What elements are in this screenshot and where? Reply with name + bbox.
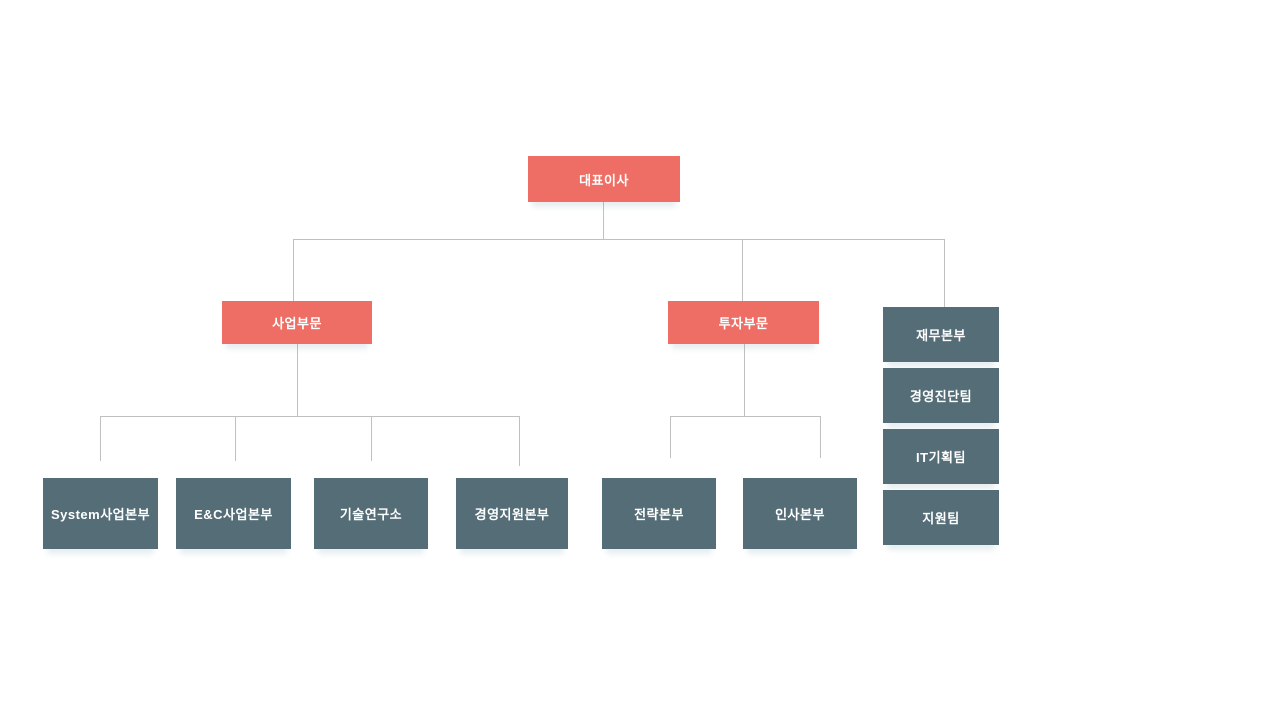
org-node-finance-hq: 재무본부	[883, 307, 999, 362]
org-node-support-team: 지원팀	[883, 490, 999, 545]
connector-line	[293, 239, 945, 240]
connector-line	[744, 344, 745, 416]
connector-line	[293, 239, 294, 301]
org-node-it-planning-team: IT기획팀	[883, 429, 999, 484]
org-node-hr-hq: 인사본부	[743, 478, 857, 549]
connector-line	[670, 416, 821, 417]
org-node-strategy-hq: 전략본부	[602, 478, 716, 549]
connector-line	[670, 416, 671, 458]
connector-line	[100, 416, 101, 461]
connector-line	[100, 416, 520, 417]
org-node-management-audit-team: 경영진단팀	[883, 368, 999, 423]
connector-line	[603, 202, 604, 239]
connector-line	[944, 239, 945, 307]
connector-line	[235, 416, 236, 461]
org-node-enc-business-hq: E&C사업본부	[176, 478, 291, 549]
org-node-management-support-hq: 경영지원본부	[456, 478, 568, 549]
org-node-system-business-hq: System사업본부	[43, 478, 158, 549]
connector-line	[820, 416, 821, 458]
connector-line	[519, 416, 520, 466]
org-node-tech-research-institute: 기술연구소	[314, 478, 428, 549]
connector-line	[742, 239, 743, 301]
connector-line	[297, 344, 298, 416]
org-node-investment-division: 투자부문	[668, 301, 819, 344]
org-node-business-division: 사업부문	[222, 301, 372, 344]
connector-line	[371, 416, 372, 461]
org-node-ceo: 대표이사	[528, 156, 680, 202]
